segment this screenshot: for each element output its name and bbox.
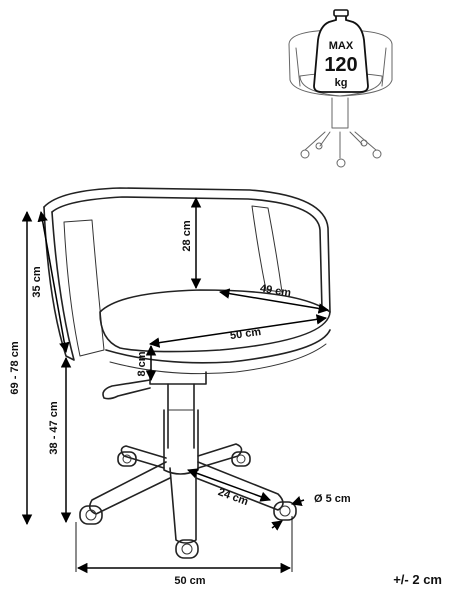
base-leg-right-front — [195, 461, 284, 511]
caster-diameter-arrow-bottom — [271, 520, 283, 531]
base-radius-arrow — [187, 468, 271, 502]
seat-thickness-label: 8 cm — [136, 351, 148, 376]
badge-weight-value: 120 — [324, 54, 357, 76]
dimension-lines — [21, 196, 330, 574]
base-leg-front — [169, 467, 197, 544]
caster-left-back — [117, 451, 137, 467]
base-width-label: 50 cm — [174, 575, 205, 587]
seat-width-arrow — [148, 314, 328, 348]
armrest-height-label: 28 cm — [181, 220, 193, 251]
badge-max-label: MAX — [329, 40, 354, 52]
max-weight-badge: MAX 120 kg — [313, 9, 369, 93]
badge-unit: kg — [335, 77, 348, 89]
caster-right-back — [231, 451, 251, 467]
caster-right-front — [273, 501, 297, 521]
seat-cushion — [99, 289, 331, 353]
seat-width-label: 50 cm — [229, 326, 262, 342]
base-radius-label: 24 cm — [216, 486, 250, 508]
seat-mechanism — [149, 369, 207, 385]
caster-diameter-arrow-top — [291, 496, 305, 506]
gas-lift-sleeve — [163, 409, 199, 475]
total-height-label: 69 - 78 cm — [9, 341, 21, 394]
left-arm-window — [63, 219, 105, 357]
height-lever — [102, 379, 151, 400]
backrest-inner — [51, 196, 323, 311]
backrest-outer — [43, 187, 331, 313]
caster-front — [175, 539, 199, 559]
seat-depth-arrow — [218, 288, 330, 314]
weight-capacity-icon: MAX 120 kg — [288, 9, 393, 168]
tolerance-note: +/- 2 cm — [393, 572, 442, 587]
caster-left-front — [79, 505, 103, 525]
seat-height-label: 38 - 47 cm — [48, 401, 60, 454]
caster-diameter-label: Ø 5 cm — [314, 493, 351, 505]
gas-lift-column — [167, 383, 195, 449]
seat-bottom — [109, 343, 327, 375]
base-leg-left-front — [88, 461, 171, 515]
backrest-height-label: 35 cm — [31, 266, 43, 297]
dimension-labels: 69 - 78 cm 35 cm 38 - 47 cm 28 cm 49 cm … — [9, 220, 442, 587]
right-arm-window — [251, 205, 283, 293]
seat-depth-label: 49 cm — [259, 283, 292, 300]
left-arm-frame — [43, 206, 75, 361]
backrest-height-arrow — [37, 210, 70, 354]
